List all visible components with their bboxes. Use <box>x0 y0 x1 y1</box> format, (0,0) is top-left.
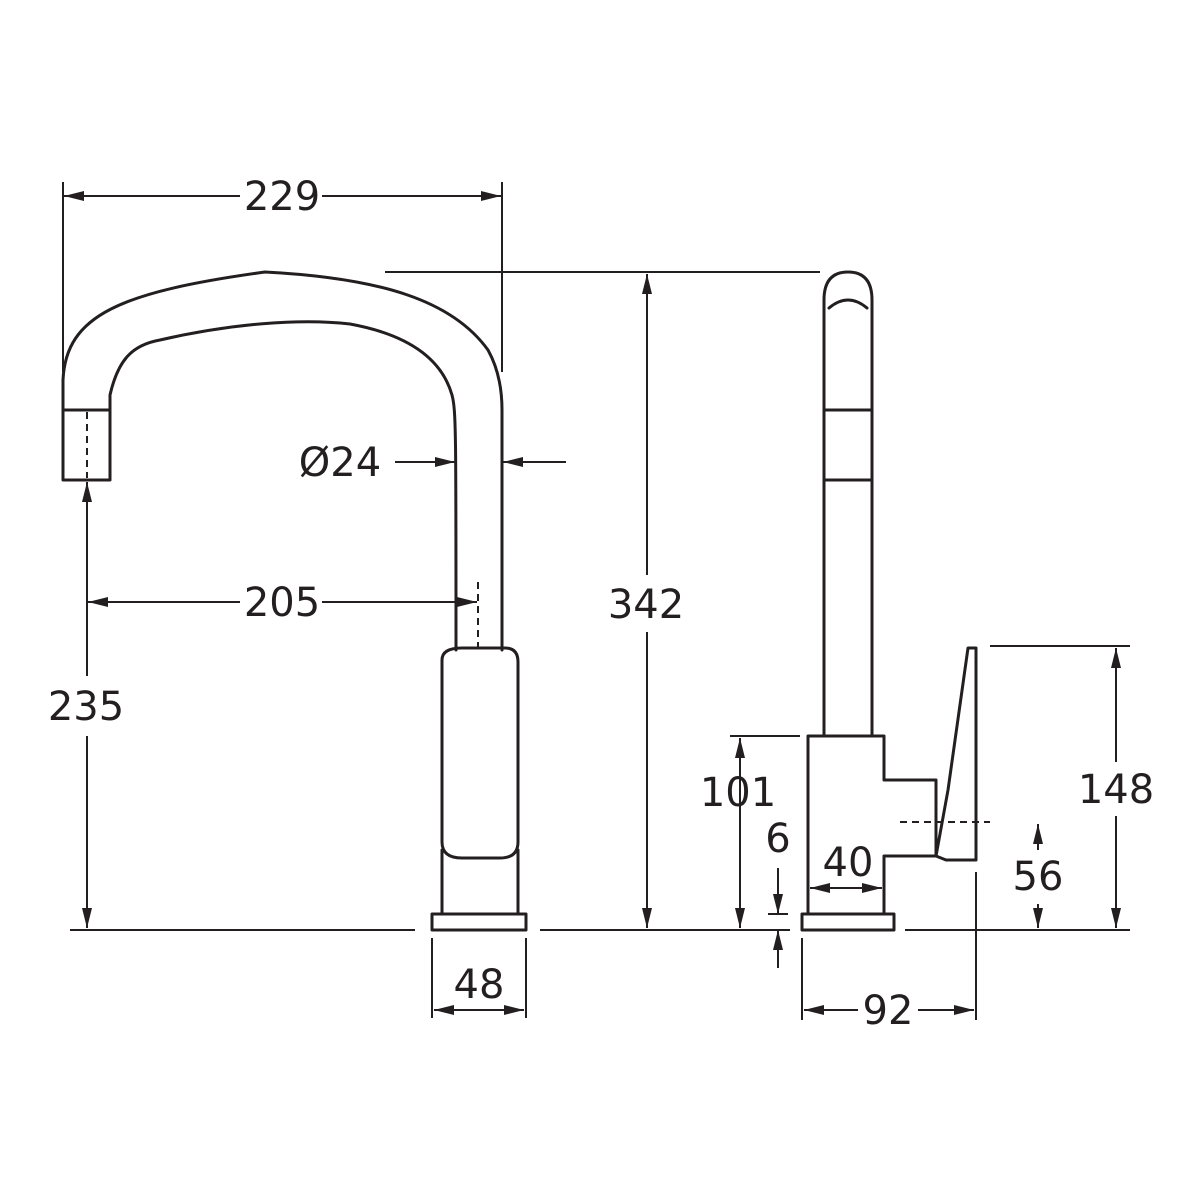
front-view <box>61 270 528 932</box>
label-205: 205 <box>244 580 320 626</box>
label-48: 48 <box>454 962 505 1008</box>
faucet-body <box>440 646 520 860</box>
extension-lines <box>62 182 1130 1020</box>
spout-outer-outline <box>61 270 504 652</box>
dimension-labels: 229 Ø24 205 235 342 48 148 101 6 40 56 9… <box>48 174 1154 1034</box>
label-342: 342 <box>608 582 684 628</box>
side-spout-cap <box>827 298 869 310</box>
label-40: 40 <box>823 840 874 886</box>
label-235: 235 <box>48 684 124 730</box>
side-view <box>800 270 990 932</box>
side-spout-column <box>822 270 874 738</box>
body-neck <box>440 848 520 916</box>
side-body <box>806 734 938 916</box>
dimension-lines <box>64 191 1121 1015</box>
label-56: 56 <box>1013 854 1064 900</box>
label-229: 229 <box>244 174 320 220</box>
label-148: 148 <box>1078 767 1154 813</box>
spout-inner-outline <box>108 320 458 652</box>
side-lever <box>934 646 978 862</box>
label-diameter-24: Ø24 <box>299 440 381 486</box>
side-base <box>800 912 896 932</box>
faucet-base <box>430 912 528 932</box>
label-6: 6 <box>765 816 790 862</box>
label-92: 92 <box>863 988 914 1034</box>
spout-outlet <box>61 408 112 482</box>
label-101: 101 <box>700 770 776 816</box>
